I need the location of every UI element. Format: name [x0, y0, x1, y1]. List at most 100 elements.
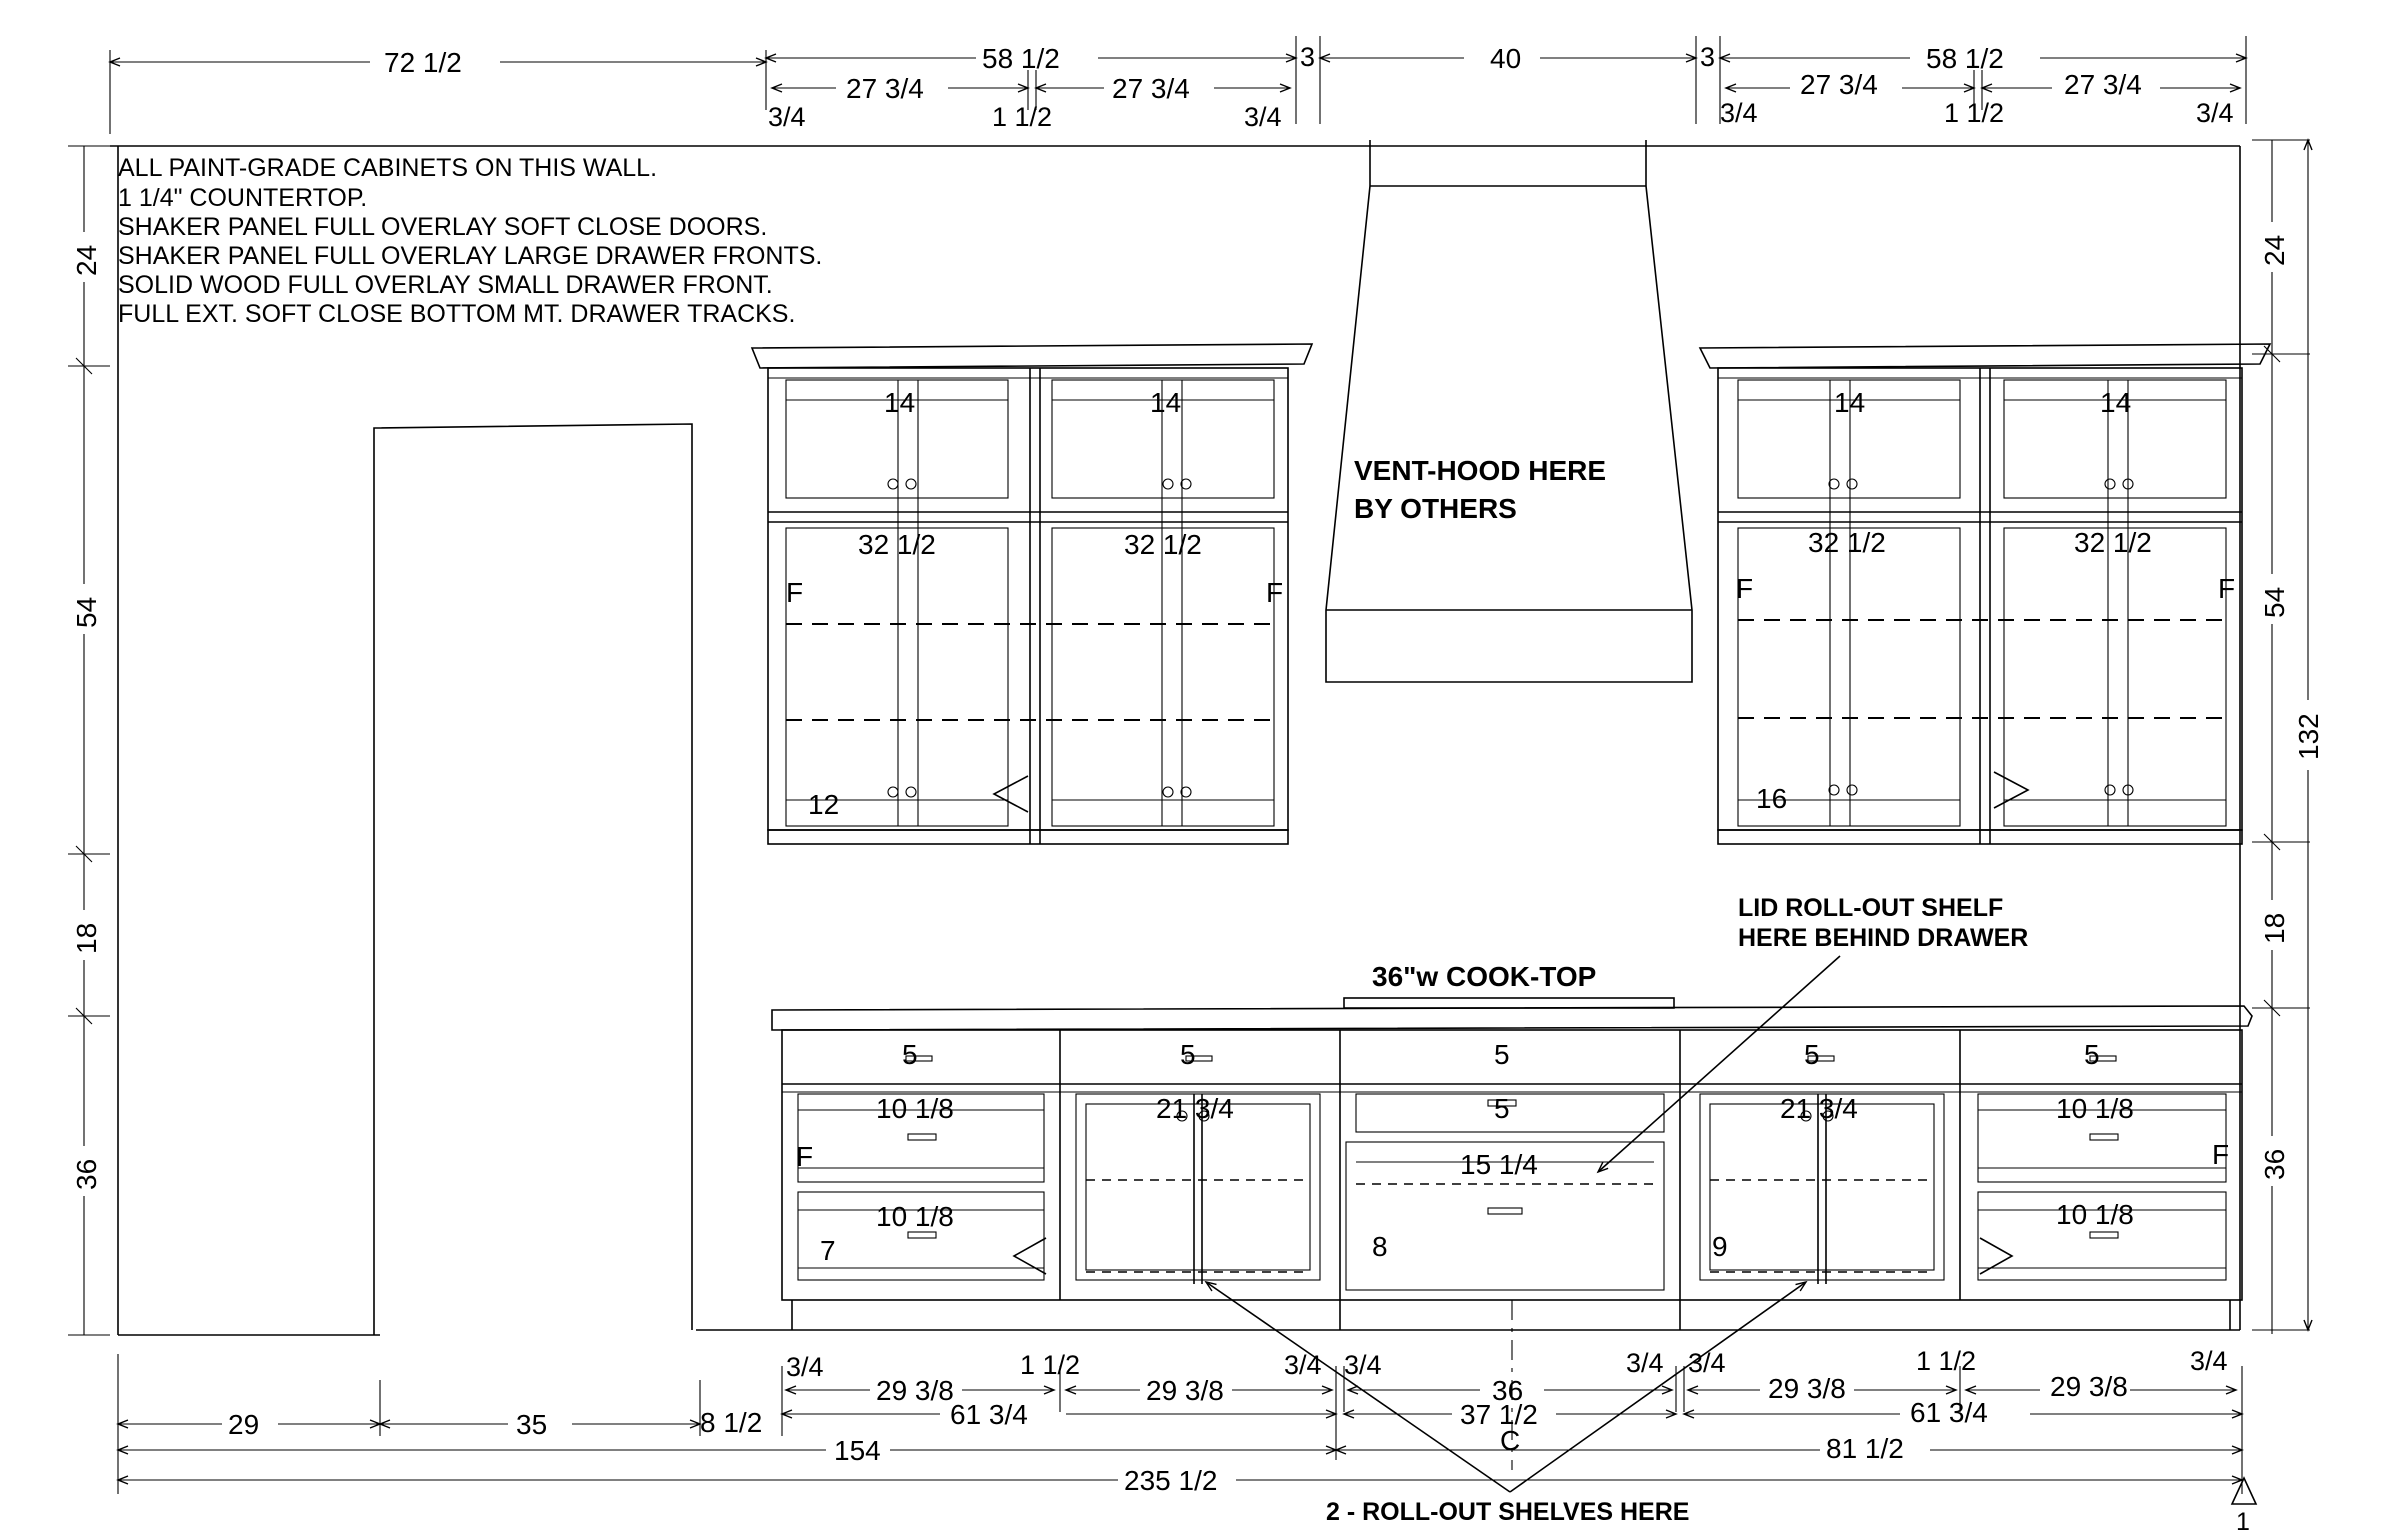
door-height-label: 32 1/2	[1808, 527, 1886, 558]
base-cabinets: 5 5 5 5 5 5 10 1/8 10 1/8 10 1/8 10 1/8 …	[771, 1005, 2253, 1330]
dim-label: 27 3/4	[2064, 69, 2142, 100]
dim-label: 18	[71, 923, 102, 954]
lid-shelf-label: LID ROLL-OUT SHELF	[1738, 894, 2003, 922]
dim-label: 81 1/2	[1826, 1433, 1904, 1464]
drawer-height-label: 15 1/4	[1460, 1149, 1538, 1180]
dim-label: 58 1/2	[982, 43, 1060, 74]
dim-label: 29 3/8	[1768, 1373, 1846, 1404]
upper-cabinet-left: 14 14 32 1/2 32 1/2 F F 12	[750, 343, 1314, 845]
filler-label: F	[2212, 1139, 2229, 1170]
dim-label: 27 3/4	[1800, 69, 1878, 100]
dim-label: 24	[2259, 235, 2290, 266]
note-4: SHAKER PANEL FULL OVERLAY LARGE DRAWER F…	[118, 242, 822, 270]
note-6: FULL EXT. SOFT CLOSE BOTTOM MT. DRAWER T…	[118, 300, 795, 328]
dim-label: 235 1/2	[1124, 1465, 1217, 1496]
dim-label: 58 1/2	[1926, 43, 2004, 74]
dim-label: 3/4	[2190, 1346, 2228, 1376]
vent-hood: VENT-HOOD HERE BY OTHERS	[1325, 140, 1693, 683]
dim-label: 61 3/4	[1910, 1397, 1988, 1428]
note-5: SOLID WOOD FULL OVERLAY SMALL DRAWER FRO…	[118, 271, 773, 299]
drawer-height-label: 10 1/8	[2056, 1199, 2134, 1230]
drawer-height-label: 5	[1804, 1039, 1820, 1070]
shelf-label: 14	[1150, 387, 1181, 418]
dim-label: 1 1/2	[992, 102, 1052, 132]
dim-label: 132	[2293, 713, 2324, 760]
door-height-label: 21 3/4	[1156, 1093, 1234, 1124]
rollout-label: 2 - ROLL-OUT SHELVES HERE	[1326, 1498, 1689, 1526]
door-height-label: 21 3/4	[1780, 1093, 1858, 1124]
dim-label: 36	[1492, 1375, 1523, 1406]
drawer-height-label: 5	[2084, 1039, 2100, 1070]
cabinet-number: 7	[820, 1235, 836, 1266]
dim-label: 1 1/2	[1944, 98, 2004, 128]
door-height-label: 32 1/2	[1124, 529, 1202, 560]
dim-label: 8 1/2	[700, 1407, 762, 1438]
drawer-height-label: 5	[902, 1039, 918, 1070]
shelf-label: 14	[884, 387, 915, 418]
dim-label: 29	[228, 1409, 259, 1440]
dim-label: 40	[1490, 43, 1521, 74]
shelf-label: 14	[1834, 387, 1865, 418]
dim-label: 3/4	[1244, 102, 1282, 132]
general-notes: ALL PAINT-GRADE CABINETS ON THIS WALL. 1…	[118, 154, 822, 328]
dim-label: 27 3/4	[846, 73, 924, 104]
vent-hood-label: VENT-HOOD HERE	[1354, 455, 1606, 486]
filler-label: F	[1736, 573, 1753, 604]
drawer-height-label: 10 1/8	[876, 1201, 954, 1232]
note-1: ALL PAINT-GRADE CABINETS ON THIS WALL.	[118, 154, 657, 182]
filler-label: F	[2218, 573, 2235, 604]
dim-label: 35	[516, 1409, 547, 1440]
filler-label: F	[796, 1141, 813, 1172]
dim-label: 3/4	[2196, 98, 2234, 128]
dim-label: 3/4	[786, 1352, 824, 1382]
dim-label: 3/4	[1344, 1350, 1382, 1380]
cabinet-number: 8	[1372, 1231, 1388, 1262]
centerline-label: C	[1500, 1425, 1520, 1456]
drawer-height-label: 5	[1494, 1093, 1510, 1124]
dim-label: 3/4	[1284, 1350, 1322, 1380]
drawer-height-label: 5	[1494, 1039, 1510, 1070]
note-2: 1 1/4" COUNTERTOP.	[118, 184, 367, 212]
dim-label: 29 3/8	[876, 1375, 954, 1406]
filler-label: F	[786, 577, 803, 608]
bottom-dimensions: 3/4 1 1/2 3/4 3/4 3/4 3/4 1 1/2 3/4 29 3…	[116, 1300, 2244, 1496]
rollout-callout: 2 - ROLL-OUT SHELVES HERE	[1204, 1280, 1808, 1526]
section-marker: 1	[2230, 1476, 2258, 1534]
lid-shelf-callout: LID ROLL-OUT SHELF HERE BEHIND DRAWER	[1596, 894, 2028, 1174]
lid-shelf-label: HERE BEHIND DRAWER	[1738, 924, 2028, 952]
cabinet-number: 9	[1712, 1231, 1728, 1262]
drawer-height-label: 5	[1180, 1039, 1196, 1070]
dim-label: 37 1/2	[1460, 1399, 1538, 1430]
tall-pantry-cabinet	[373, 423, 693, 1335]
dim-label: 61 3/4	[950, 1399, 1028, 1430]
right-dimensions: 24 54 18 36 132	[2252, 138, 2324, 1334]
left-dimensions: 24 54 18 36	[68, 145, 110, 1336]
cooktop-label: 36"w COOK-TOP	[1372, 961, 1596, 992]
dim-label: 36	[71, 1159, 102, 1190]
drawer-height-label: 10 1/8	[2056, 1093, 2134, 1124]
top-dimensions: 72 1/2 58 1/2 27 3/4 27 3/4 3/4 1 1/2 3/…	[108, 36, 2248, 134]
dim-label: 3	[1300, 42, 1315, 72]
dim-label: 54	[71, 597, 102, 628]
dim-label: 36	[2259, 1149, 2290, 1180]
dim-label: 1 1/2	[1020, 1350, 1080, 1380]
dim-label: 154	[834, 1435, 881, 1466]
dim-label: 54	[2259, 587, 2290, 618]
cabinet-number: 16	[1756, 783, 1787, 814]
cabinet-number: 12	[808, 789, 839, 820]
dim-label: 29 3/8	[2050, 1371, 2128, 1402]
cooktop: 36"w COOK-TOP	[1343, 961, 1675, 1009]
dim-label: 1 1/2	[1916, 1346, 1976, 1376]
wall-outline	[110, 145, 2241, 1336]
dim-label: 3/4	[1626, 1348, 1664, 1378]
dim-label: 24	[71, 245, 102, 276]
door-height-label: 32 1/2	[858, 529, 936, 560]
dim-label: 3/4	[1688, 1348, 1726, 1378]
dim-label: 3/4	[768, 102, 806, 132]
dim-label: 72 1/2	[384, 47, 462, 78]
dim-label: 27 3/4	[1112, 73, 1190, 104]
section-marker-label: 1	[2236, 1508, 2250, 1534]
vent-hood-label: BY OTHERS	[1354, 493, 1517, 524]
drawer-height-label: 10 1/8	[876, 1093, 954, 1124]
